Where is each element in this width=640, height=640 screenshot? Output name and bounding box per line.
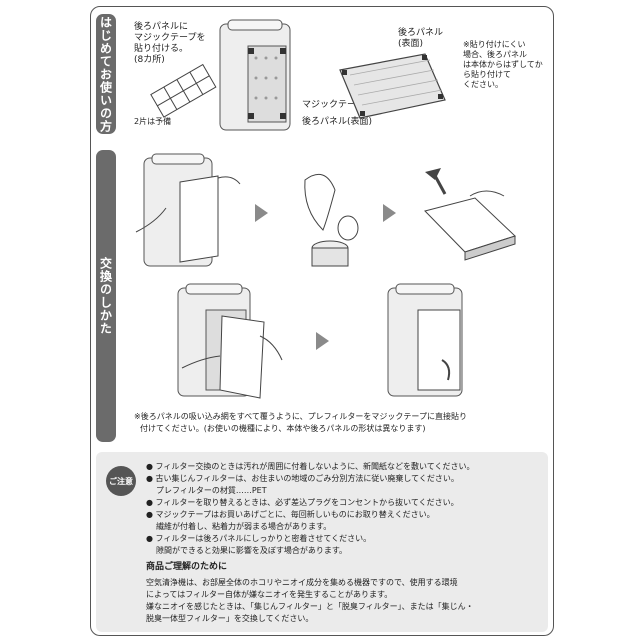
label-back-panel: 後ろパネル [398,28,443,39]
instruction-line-1: 後ろパネルに [134,22,188,33]
note-line-1: ※貼り付けにくい [463,40,526,50]
section-tab-replacement: 交換のしかた [96,150,116,442]
caution-bullet-1: ● フィルター交換のときは汚れが周囲に付着しないように、新聞紙などを敷いてくださ… [146,462,475,472]
caution-bullet-2-sub: プレフィルターの材質……PET [156,486,267,496]
back-panel-illustration [330,50,450,120]
caution-bullet-2: ● 古い集じんフィルターは、お住まいの地域のごみ分別方法に従い廃棄してください。 [146,474,459,484]
step-arrow-2 [383,204,396,222]
instruction-line-2: マジックテープを [134,33,205,44]
purifier-illustration-1 [218,18,298,136]
caution-bullet-3-text: フィルターを取り替えるときは、必ず差込プラグをコンセントから抜いてください。 [156,498,459,507]
caution-badge: ご注意 [106,466,136,496]
caution-bullet-3: ● フィルターを取り替えるときは、必ず差込プラグをコンセントから抜いてください。 [146,498,459,508]
step-attach-prefilter [176,282,286,400]
label-surface: (表面) [398,39,423,50]
caution-bullet-1-text: フィルター交換のときは汚れが周囲に付着しないように、新聞紙などを敷いてください。 [156,462,475,471]
note-line-4: ら貼り付けて [463,70,511,80]
understanding-line-2: によってはフィルター自体が嫌なニオイを発生することがあります。 [146,590,392,600]
step-arrow-1 [255,204,268,222]
instruction-line-4: (8カ所) [134,55,165,66]
step-complete [386,282,476,400]
caution-bullet-5-sub: 隙間ができると効果に影響を及ぼす場合があります。 [156,546,347,556]
section-tab-first-use: はじめてお使いの方 [96,14,116,134]
replacement-note-line-2: 付けてください。(お使いの機種により、本体や後ろパネルの形状は異なります) [140,424,426,434]
caution-badge-label: ご注意 [109,476,133,487]
step-remove-filter [136,152,246,270]
note-line-2: 場合、後ろパネル [463,50,527,60]
section-tab-replacement-label: 交換のしかた [98,257,115,335]
step-discard-filter [290,160,370,270]
understanding-line-4: 脱臭一体型フィルター」を交換してください。 [146,614,313,624]
understanding-title: 商品ご理解のために [146,562,227,572]
note-line-3: は本体からはずしてか [463,60,543,70]
note-line-5: ください。 [463,80,503,90]
replacement-note-line-1: ※後ろパネルの吸い込み網をすべて覆うように、プレフィルターをマジックテープに直接… [134,412,467,422]
understanding-line-3: 嫌なニオイを感じたときは、「集じんフィルター」と「脱臭フィルター」、または「集じ… [146,602,474,612]
instruction-line-3: 貼り付ける。 [134,44,188,55]
section-tab-first-use-label: はじめてお使いの方 [98,16,115,133]
caution-bullet-5-text: フィルターは後ろパネルにしっかりと密着させてください。 [156,534,372,543]
step-arrow-3 [316,332,329,350]
caution-bullet-4-text: マジックテープはお買いあげごとに、毎回新しいものにお取り替えください。 [156,510,435,519]
tape-strip-illustration [150,70,220,125]
caution-bullet-4-sub: 繊維が付着し、粘着力が弱まる場合があります。 [156,522,331,532]
caution-bullet-2-text: 古い集じんフィルターは、お住まいの地域のごみ分別方法に従い廃棄してください。 [156,474,459,483]
step-pull-filter [415,166,525,266]
caution-bullet-4: ● マジックテープはお買いあげごとに、毎回新しいものにお取り替えください。 [146,510,435,520]
understanding-line-1: 空気清浄機は、お部屋全体のホコリやニオイ成分を集める機器ですので、使用する環境 [146,578,458,588]
caution-bullet-5: ● フィルターは後ろパネルにしっかりと密着させてください。 [146,534,371,544]
